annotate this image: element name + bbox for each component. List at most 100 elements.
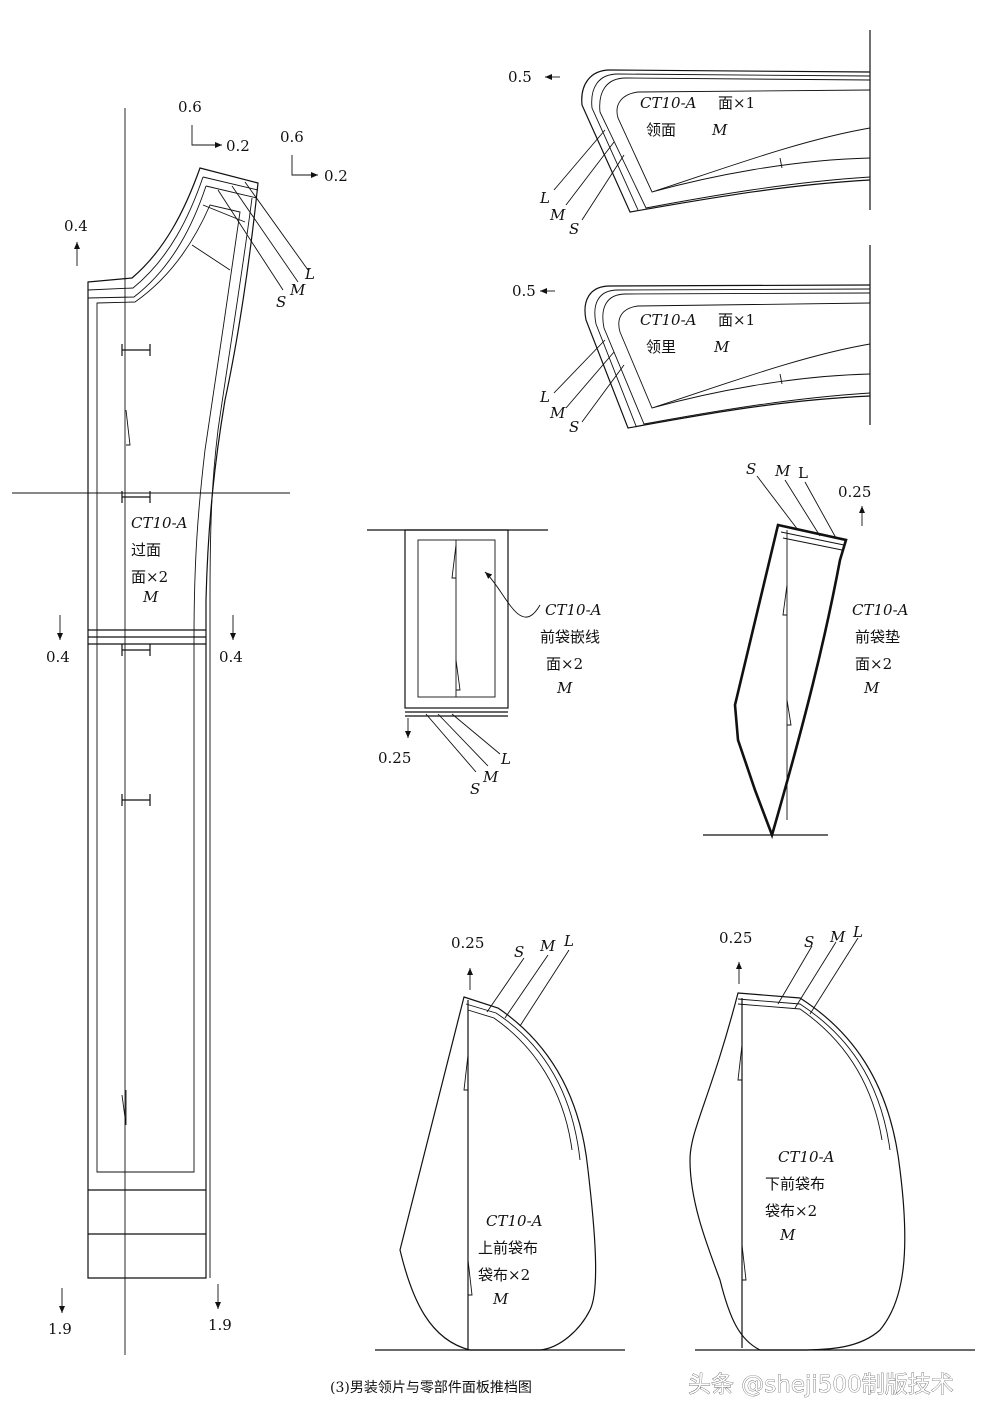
- pocket-facing-outline: [733, 523, 848, 840]
- upper-pocket-grade-1: [465, 1003, 581, 1161]
- lower-pocket-notch-2: [741, 1244, 747, 1281]
- facing-code: CT10-A: [131, 514, 188, 532]
- welt-size-M: M: [482, 768, 499, 786]
- facing-grade-left: 0.4: [64, 217, 88, 235]
- top-collar-name: 领面: [646, 121, 676, 139]
- facing-seam-line: [96, 204, 241, 1173]
- facing-name: 过面: [131, 541, 161, 559]
- facing-grade-h-top: 0.2: [226, 137, 250, 155]
- facing-size-L: L: [304, 265, 315, 283]
- top-collar-L-leader: [553, 129, 606, 191]
- top-collar-outline-S: [599, 77, 871, 209]
- upper-pocket-notch-2: [467, 1259, 473, 1296]
- facing-grade-v-top: 0.6: [178, 98, 202, 116]
- top-collar-seam: [616, 89, 871, 193]
- top-collar-size: M: [711, 121, 728, 139]
- lower-pocket-size-L: L: [852, 923, 863, 941]
- under-collar-size-M: M: [549, 404, 566, 422]
- pocket-facing-name: 前袋垫: [855, 628, 900, 646]
- upper-pocket-notch-1: [463, 1054, 469, 1091]
- under-collar-M-leader: [565, 351, 615, 409]
- lower-pocket-S-leader: [777, 945, 813, 1005]
- under-collar-notch: [779, 373, 783, 385]
- facing-neck-grade-2: [87, 185, 207, 299]
- top-collar-roll-line: [651, 127, 871, 193]
- under-collar-size: M: [713, 338, 730, 356]
- facing-grade-v-top-2: 0.6: [280, 128, 304, 146]
- lower-pocket-name: 下前袋布: [765, 1175, 825, 1193]
- upper-pocket-grade: 0.25: [451, 934, 484, 952]
- upper-pocket-outline: [399, 996, 597, 1351]
- facing-qty: 面×2: [131, 568, 168, 586]
- pocket-facing-M-leader: [784, 479, 821, 537]
- welt-code: CT10-A: [545, 601, 602, 619]
- welt-L-leader: [451, 713, 501, 755]
- welt-seam-line: [417, 539, 496, 698]
- lower-pocket-grade-2: [737, 1003, 883, 1141]
- upper-pocket-size-M: M: [539, 937, 556, 955]
- facing-notch-1: [125, 409, 131, 446]
- facing-shoulder-grade-2: [205, 185, 258, 199]
- upper-pocket-grade-2: [467, 1009, 573, 1151]
- under-collar-qty: 面×1: [718, 311, 755, 329]
- facing-arrow-top: [191, 125, 222, 148]
- top-collar-outline-L: [581, 69, 871, 213]
- upper-pocket-size: M: [492, 1290, 509, 1308]
- pocket-facing-S-leader: [756, 475, 799, 531]
- pocket-facing-grade: 0.25: [838, 483, 871, 501]
- welt-notch-1: [451, 544, 457, 579]
- under-collar-outline-S: [602, 292, 871, 425]
- under-collar-name: 领里: [646, 338, 676, 356]
- pocket-facing-code: CT10-A: [852, 601, 909, 619]
- facing-L-leader: [244, 181, 309, 271]
- top-collar-size-S: S: [569, 220, 579, 238]
- facing-S-leader: [217, 189, 284, 291]
- upper-pocket-S-leader: [486, 957, 525, 1013]
- pocket-facing-size: M: [863, 679, 880, 697]
- under-collar-grade: 0.5: [512, 282, 536, 300]
- top-collar-code: CT10-A: [640, 94, 697, 112]
- under-collar-L-leader: [553, 339, 606, 394]
- pocket-facing-grade-2: [782, 537, 843, 551]
- lower-pocket-qty: 袋布×2: [765, 1202, 817, 1220]
- upper-pocket-L-leader: [519, 949, 570, 1027]
- under-collar-size-L: L: [539, 388, 550, 406]
- facing-grade-mid-left: 0.4: [46, 648, 70, 666]
- facing-size: M: [142, 588, 159, 606]
- under-collar-roll-line: [651, 343, 871, 409]
- pocket-facing-L-leader: [804, 481, 837, 539]
- watermark: 头条 @sheji500制版技术: [688, 1372, 954, 1398]
- upper-pocket-code: CT10-A: [486, 1212, 543, 1230]
- welt-grade: 0.25: [378, 749, 411, 767]
- pocket-facing-size-M: M: [774, 462, 791, 480]
- top-collar-notch: [779, 157, 783, 169]
- under-collar-outline-L: [584, 284, 871, 429]
- welt-piece: 0.25 S M L CT10-A 前袋嵌线 面×2 M: [367, 529, 602, 798]
- lower-pocket-size-S: S: [804, 933, 814, 951]
- facing-grade-bottom-right: 1.9: [208, 1316, 232, 1334]
- pocket-facing-notch-1: [782, 584, 788, 616]
- pocket-facing-grade-1: [780, 531, 845, 546]
- facing-lapel-line-2: [202, 204, 246, 223]
- under-collar-seam: [618, 302, 871, 409]
- welt-size-S: S: [470, 780, 480, 798]
- top-collar-grade: 0.5: [508, 68, 532, 86]
- top-collar-outline-M: [591, 73, 871, 211]
- facing-piece: 0.6 0.2 0.6 0.2 0.4 0.4 0.4 1.9 1.9 S M …: [12, 98, 348, 1355]
- lower-pocket-L-leader: [809, 937, 859, 1015]
- welt-S-leader: [425, 713, 477, 773]
- lower-pocket-piece: 0.25 S M L CT10-A 下前袋布 袋布×2 M: [689, 923, 975, 1351]
- lower-pocket-grade-1: [737, 998, 891, 1151]
- facing-grade-mid-right: 0.4: [219, 648, 243, 666]
- lower-pocket-outline: [689, 992, 906, 1351]
- facing-size-S: S: [276, 293, 286, 311]
- lower-pocket-code: CT10-A: [778, 1148, 835, 1166]
- facing-grade-h-top-2: 0.2: [324, 167, 348, 185]
- pocket-facing-size-L: L: [798, 464, 808, 482]
- upper-pocket-size-L: L: [563, 932, 574, 950]
- lower-pocket-size: M: [779, 1226, 796, 1244]
- facing-size-M: M: [289, 281, 306, 299]
- facing-notch-2: [121, 1090, 127, 1126]
- under-collar-code: CT10-A: [640, 311, 697, 329]
- welt-qty: 面×2: [546, 655, 583, 673]
